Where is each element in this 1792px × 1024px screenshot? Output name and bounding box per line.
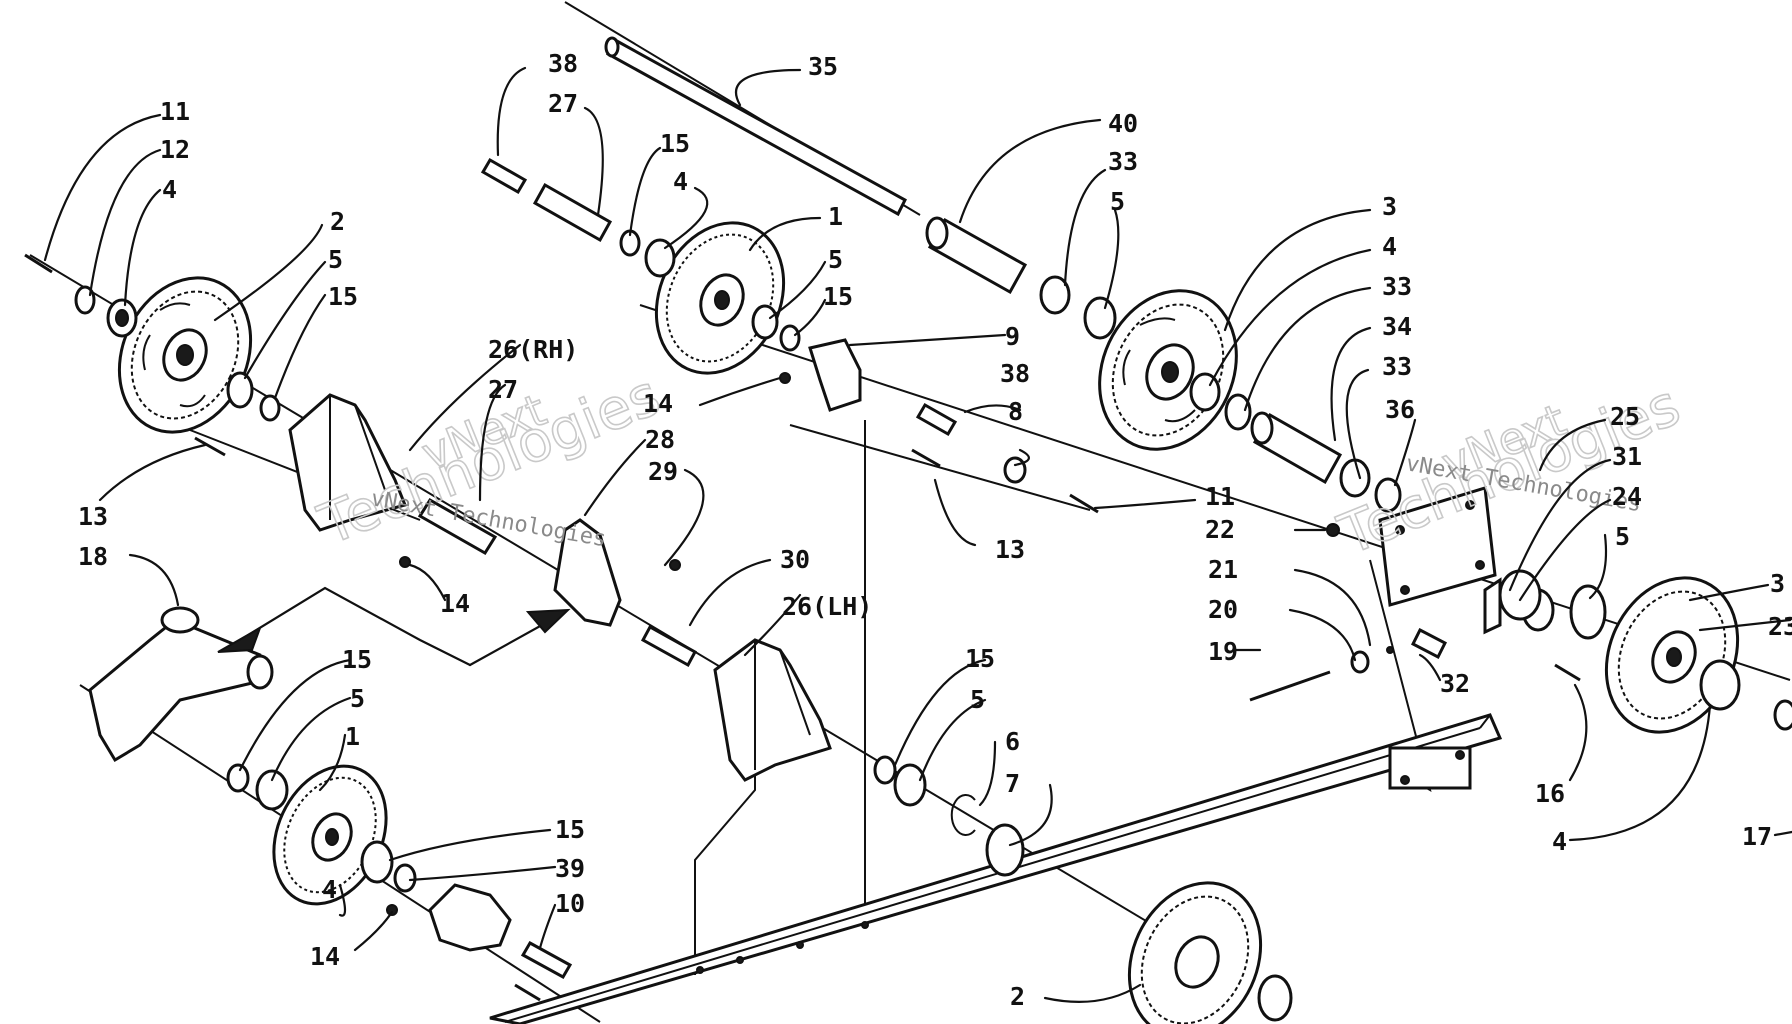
callout-5: 5 <box>1110 187 1125 216</box>
callout-5: 5 <box>350 684 365 713</box>
bracket-26lh <box>713 638 832 782</box>
callout-15: 15 <box>342 645 372 674</box>
callout-5: 5 <box>970 685 985 714</box>
callout-4: 4 <box>1382 232 1397 261</box>
callout-26-rh: 26(RH) <box>488 335 578 364</box>
callout-32: 32 <box>1440 669 1470 698</box>
callout-14: 14 <box>440 589 470 618</box>
callout-11: 11 <box>1205 482 1235 511</box>
callout-5: 5 <box>1615 522 1630 551</box>
callout-15: 15 <box>823 282 853 311</box>
callout-15: 15 <box>965 644 995 673</box>
callout-4: 4 <box>1552 827 1567 856</box>
callout-17: 17 <box>1742 822 1772 851</box>
callout-3: 3 <box>1770 569 1785 598</box>
callout-2: 2 <box>330 207 345 236</box>
callout-20: 20 <box>1208 595 1238 624</box>
callout-2: 2 <box>1010 982 1025 1011</box>
callout-4: 4 <box>673 167 688 196</box>
callout-19: 19 <box>1208 637 1238 666</box>
callout-26-lh: 26(LH) <box>782 592 872 621</box>
arm-18 <box>88 606 274 763</box>
callout-25: 25 <box>1610 402 1640 431</box>
callout-10: 10 <box>555 889 585 918</box>
bracket-26rh <box>288 393 408 532</box>
callout-1: 1 <box>345 722 360 751</box>
callout-31: 31 <box>1612 442 1642 471</box>
callout-14: 14 <box>643 389 673 418</box>
callout-4: 4 <box>162 175 177 204</box>
callout-38: 38 <box>548 49 578 78</box>
callout-15: 15 <box>328 282 358 311</box>
callout-3: 3 <box>1382 192 1397 221</box>
callout-33: 33 <box>1382 352 1412 381</box>
callout-29: 29 <box>648 457 678 486</box>
callout-34: 34 <box>1382 312 1412 341</box>
callout-13: 13 <box>995 535 1025 564</box>
callout-labels: 11 12 4 2 5 15 38 27 15 4 35 1 5 15 9 38… <box>78 49 1792 1011</box>
callout-14: 14 <box>310 942 340 971</box>
leader-lines <box>43 66 1792 1003</box>
wheel-right-edge <box>1604 576 1740 734</box>
callout-15: 15 <box>660 129 690 158</box>
callout-28: 28 <box>645 425 675 454</box>
wheel-top-center <box>654 221 786 375</box>
plate-25 <box>1378 486 1497 607</box>
callout-27: 27 <box>488 375 518 404</box>
callout-39: 39 <box>555 854 585 883</box>
bolts <box>24 253 1581 1002</box>
callout-5: 5 <box>328 245 343 274</box>
callout-1: 1 <box>828 202 843 231</box>
callout-11: 11 <box>160 97 190 126</box>
callout-33: 33 <box>1108 147 1138 176</box>
hub-39 <box>428 883 512 952</box>
callout-35: 35 <box>808 52 838 81</box>
callout-4: 4 <box>322 875 337 904</box>
callout-16: 16 <box>1535 779 1565 808</box>
callout-8: 8 <box>1008 397 1023 426</box>
bracket-28 <box>553 518 622 627</box>
callout-38: 38 <box>1000 359 1030 388</box>
callout-30: 30 <box>780 545 810 574</box>
callout-13: 13 <box>78 502 108 531</box>
callout-15: 15 <box>555 815 585 844</box>
callout-33: 33 <box>1382 272 1412 301</box>
callout-40: 40 <box>1108 109 1138 138</box>
callout-22: 22 <box>1205 515 1235 544</box>
callout-6: 6 <box>1005 727 1020 756</box>
callout-24: 24 <box>1612 482 1642 511</box>
callout-27: 27 <box>548 89 578 118</box>
callout-12: 12 <box>160 135 190 164</box>
wheel-upper-left <box>117 276 253 434</box>
clip-31 <box>1483 577 1502 635</box>
callout-9: 9 <box>1005 322 1020 351</box>
callout-36: 36 <box>1385 395 1415 424</box>
callout-23: 23 <box>1768 612 1792 641</box>
cross-shaft <box>604 36 907 217</box>
callout-21: 21 <box>1208 555 1238 584</box>
callout-5: 5 <box>828 245 843 274</box>
bracket-9 <box>808 338 862 412</box>
callout-18: 18 <box>78 542 108 571</box>
double-arrow <box>217 586 571 667</box>
callout-7: 7 <box>1005 769 1020 798</box>
wheel-bottom-center <box>1127 881 1263 1024</box>
spacers <box>417 157 1448 980</box>
